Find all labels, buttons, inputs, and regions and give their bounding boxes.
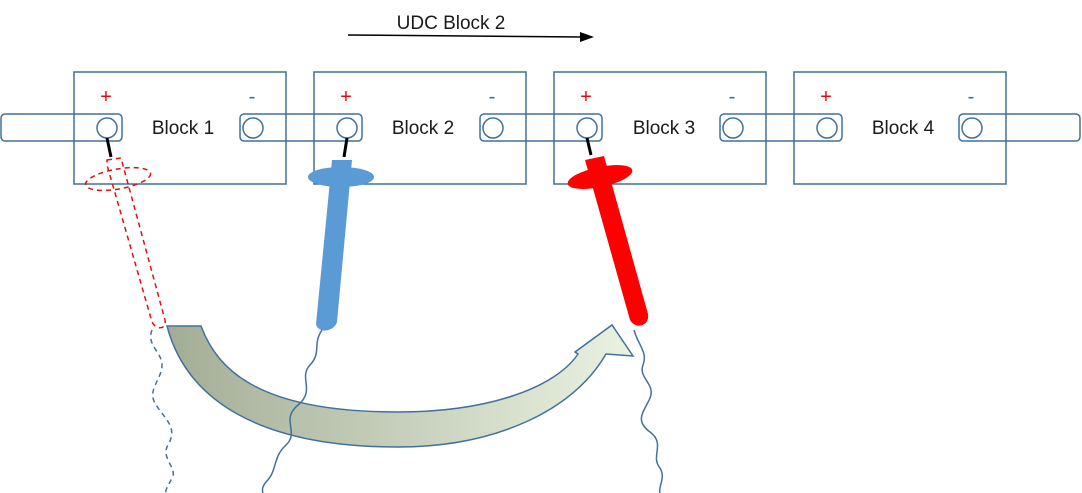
block-4-plus-sign: + <box>820 86 832 108</box>
terminal-4-minus <box>961 117 983 139</box>
strap-left-end <box>0 113 123 142</box>
block-2-box <box>313 71 527 185</box>
terminal-4-plus <box>816 117 838 139</box>
block-4-minus-sign: - <box>968 86 975 108</box>
block-1-box <box>73 71 287 185</box>
block-2-label: Block 2 <box>392 118 454 139</box>
black-probe-icon <box>261 137 374 493</box>
battery-blocks <box>73 71 1007 185</box>
connector-straps <box>0 113 1081 142</box>
terminal-1-minus <box>242 117 264 139</box>
block-1-label: Block 1 <box>152 118 214 139</box>
move-probe-arrow-icon <box>166 323 635 448</box>
terminal-1-plus <box>96 117 118 139</box>
terminal-2-minus <box>482 117 504 139</box>
terminal-3-plus <box>576 117 598 139</box>
terminals <box>96 117 983 139</box>
strap-2-3 <box>479 113 603 142</box>
udc-block-title: UDC Block 2 <box>397 13 506 34</box>
strap-3-4 <box>719 113 843 142</box>
strap-right-end <box>958 113 1081 142</box>
block-3-label: Block 3 <box>633 118 695 139</box>
block-4-label: Block 4 <box>872 118 935 139</box>
terminal-2-plus <box>336 117 358 139</box>
block-2-plus-sign: + <box>340 86 352 108</box>
block-1-plus-sign: + <box>100 86 112 108</box>
block-2-minus-sign: - <box>489 86 496 108</box>
terminal-3-minus <box>722 117 744 139</box>
block-4-box <box>793 71 1007 185</box>
strap-1-2 <box>239 113 363 142</box>
block-1-minus-sign: - <box>249 86 256 108</box>
block-3-box <box>553 71 767 185</box>
block-3-plus-sign: + <box>580 86 592 108</box>
previous-red-probe-icon <box>84 137 174 493</box>
red-probe-icon <box>567 137 663 493</box>
direction-arrow-icon <box>347 32 594 42</box>
block-3-minus-sign: - <box>729 86 736 108</box>
